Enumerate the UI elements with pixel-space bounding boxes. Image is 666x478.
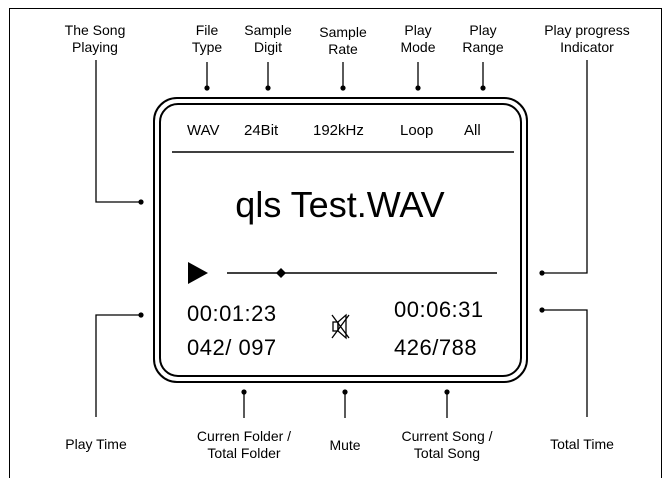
play-range-dot <box>480 85 486 91</box>
total-time-dot <box>539 307 545 313</box>
song-playing-dot <box>138 199 144 205</box>
progress-marker <box>276 268 286 278</box>
label-play-time: Play Time <box>65 436 127 452</box>
label-file-type: File Type <box>191 22 223 55</box>
label-sample-rate: Sample Rate <box>319 24 367 57</box>
label-song-playing: The Song Playing <box>64 22 126 55</box>
folder-current: 042 <box>187 335 226 360</box>
play-time-leader <box>95 314 141 417</box>
label-folder: Curren Folder / Total Folder <box>196 428 292 461</box>
song-title: qls Test.WAV <box>235 184 445 225</box>
play-mode-dot <box>415 85 421 91</box>
folder-total: 097 <box>238 335 277 360</box>
label-sample-digit: Sample Digit <box>244 22 292 55</box>
label-play-range: Play Range <box>462 22 504 55</box>
play-progress-dot <box>539 270 545 276</box>
song-playing-leader <box>95 60 141 203</box>
label-total-time: Total Time <box>550 436 614 452</box>
status-play-range: All <box>464 122 481 139</box>
label-mute: Mute <box>329 437 361 453</box>
play-time-readout: 00:01:23 <box>187 301 277 326</box>
sample-digit-dot <box>265 85 271 91</box>
file-type-dot <box>204 85 210 91</box>
mute-icon <box>331 313 350 340</box>
lcd-outer-border <box>153 97 528 383</box>
play-progress-leader <box>542 60 588 274</box>
status-sample-rate: 192kHz <box>313 122 364 139</box>
play-time-dot <box>138 312 144 318</box>
diagram-frame <box>9 8 662 478</box>
status-bit-depth: 24Bit <box>244 122 279 139</box>
current-song-dot <box>444 389 450 395</box>
status-play-mode: Loop <box>400 122 434 139</box>
song-total: 788 <box>438 335 478 360</box>
label-play-mode: Play Mode <box>400 22 436 55</box>
lcd-screen <box>159 103 522 377</box>
play-icon <box>188 262 208 284</box>
song-counter-readout: 426/788 <box>394 335 478 360</box>
status-file-type: WAV <box>187 122 220 139</box>
total-time-readout: 00:06:31 <box>394 297 484 322</box>
mute-dot <box>342 389 348 395</box>
label-play-progress: Play progress Indicator <box>544 22 630 55</box>
folder-dot <box>241 389 247 395</box>
folder-readout: 042/ 097 <box>187 335 277 360</box>
total-time-leader <box>542 309 588 417</box>
song-current: 426 <box>394 335 433 360</box>
sample-rate-dot <box>340 85 346 91</box>
label-current-song: Current Song / Total Song <box>401 428 493 461</box>
